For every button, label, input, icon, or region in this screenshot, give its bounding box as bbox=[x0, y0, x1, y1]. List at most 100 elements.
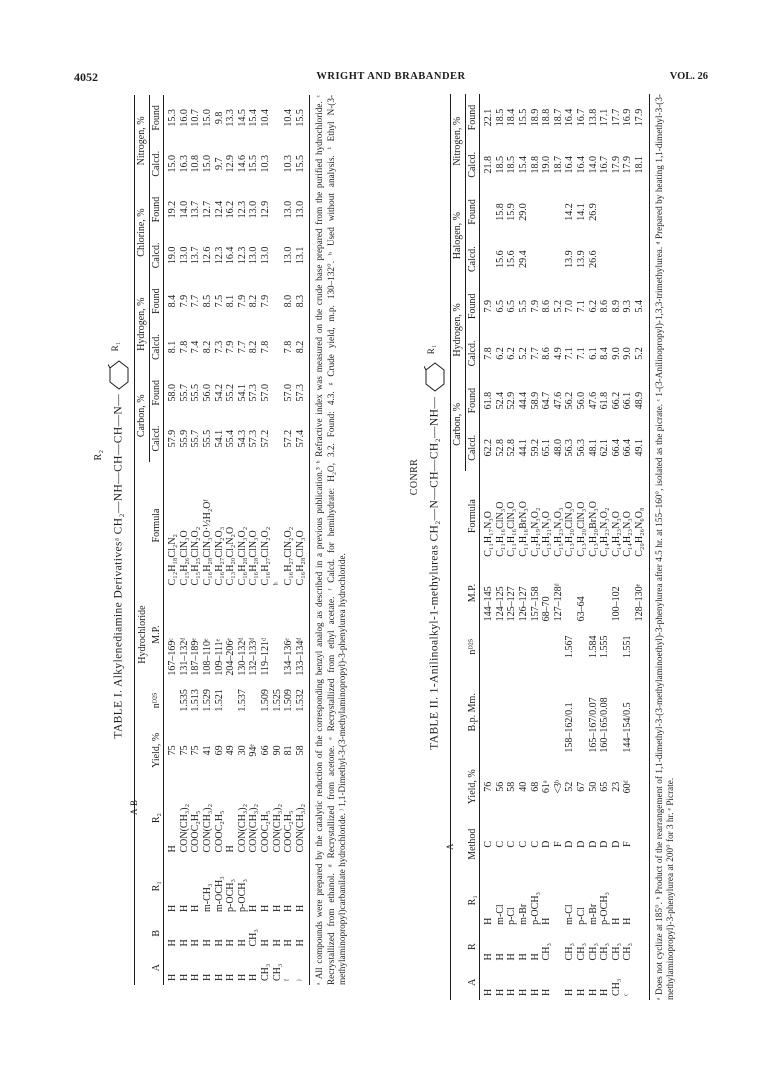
table-cell: 6.1 bbox=[587, 347, 599, 360]
table-cell: 57.2 bbox=[259, 429, 271, 448]
table-cell: 58 bbox=[506, 781, 518, 792]
table-cell: 17.9 bbox=[610, 156, 622, 174]
table-cell: 7.7 bbox=[529, 347, 541, 360]
table-1-block: R₂ TABLE I. Alkylenediamine Derivativesᵃ… bbox=[92, 95, 396, 985]
table-cell: C₁₄H₂₃N₃O bbox=[622, 510, 634, 557]
table-cell: 13.0 bbox=[294, 200, 306, 219]
table-cell: 13.7 bbox=[190, 200, 202, 219]
table-cell bbox=[553, 235, 565, 282]
table-cell: ʰ bbox=[271, 582, 283, 586]
table-cell: 54.3 bbox=[236, 429, 248, 448]
table-cell: 12.3 bbox=[213, 246, 225, 265]
table-cell bbox=[599, 188, 611, 235]
table-cell: 62.2 bbox=[483, 439, 495, 457]
table-cell: 8.3 bbox=[294, 294, 306, 308]
table-cell: H bbox=[529, 953, 541, 961]
table-cell bbox=[530, 188, 542, 235]
table-cell: H bbox=[190, 973, 202, 981]
table-cell: 40 bbox=[517, 781, 529, 792]
col-calcd: Calcd. bbox=[465, 424, 480, 472]
table-cell: 127–128ᵈ bbox=[552, 583, 564, 622]
table-cell: H bbox=[294, 939, 306, 947]
table-cell: C₁₄H₂₃N₃O₂ bbox=[599, 507, 611, 557]
table-cell: 14.6 bbox=[236, 155, 248, 173]
table-cell: 18.7 bbox=[552, 156, 564, 174]
table-cell: 16.4 bbox=[225, 246, 237, 265]
table-cell bbox=[248, 680, 260, 721]
table-cell: 5.2 bbox=[633, 347, 645, 360]
table-cell: p-OCH₃ bbox=[529, 891, 541, 925]
col-calcd: Calcd. bbox=[149, 232, 164, 279]
table-cell: 15.6 bbox=[506, 250, 518, 268]
table-cell: 16.7 bbox=[599, 156, 611, 174]
table-cell: H bbox=[167, 939, 179, 947]
table-cell: 1.525 bbox=[271, 689, 283, 712]
table-cell: 7.1 bbox=[564, 347, 576, 360]
table-cell: 56.3 bbox=[575, 439, 587, 457]
table-cell: 13.3 bbox=[225, 109, 237, 127]
table-cell: CH₃ bbox=[622, 943, 634, 961]
table-cell: 15.0 bbox=[167, 155, 179, 173]
table-cell bbox=[272, 416, 284, 462]
table-cell: CH₃ bbox=[541, 943, 553, 961]
table-cell bbox=[541, 188, 553, 235]
table-cell: 8.0 bbox=[283, 294, 295, 308]
table-cell: 14.0 bbox=[587, 156, 599, 174]
table-cell: 144–145 bbox=[483, 586, 495, 622]
table-cell bbox=[634, 625, 649, 668]
table-cell bbox=[576, 668, 588, 757]
table-cell: F bbox=[552, 841, 564, 847]
table-cell: 29.4 bbox=[517, 250, 529, 268]
table-cell bbox=[272, 589, 284, 679]
table-cell: H bbox=[529, 988, 541, 996]
table-cell: 17.7 bbox=[610, 108, 622, 127]
page-number: 4052 bbox=[74, 70, 98, 84]
table-cell bbox=[553, 188, 565, 235]
table-cell: 54.1 bbox=[236, 384, 248, 402]
table-2-footnotes: ᵃ Does not cyclize at 185°. ᵇ Product of… bbox=[653, 94, 675, 1000]
table-1-struct-top: R₂ bbox=[93, 449, 104, 461]
table-cell: 50 bbox=[587, 781, 599, 792]
table-cell: 61ᵃ bbox=[541, 780, 553, 794]
table-cell: 68 bbox=[529, 781, 541, 792]
table-cell: 57.9 bbox=[167, 429, 179, 448]
table-cell: 66.1 bbox=[622, 391, 634, 410]
table-cell: 8.4 bbox=[167, 294, 179, 308]
table-cell: p-Cl bbox=[575, 907, 587, 925]
table-cell: 1.521 bbox=[213, 689, 225, 712]
table-cell: H bbox=[283, 904, 295, 912]
table-cell bbox=[530, 235, 542, 282]
table-cell: CH₃ bbox=[564, 943, 576, 961]
table-cell: p-OCH₃ bbox=[599, 891, 611, 925]
table-cell bbox=[518, 625, 530, 668]
col-calcd: Calcd. bbox=[465, 235, 480, 283]
table-cell: 6.5 bbox=[506, 300, 518, 313]
table-cell: 15.5 bbox=[294, 109, 306, 127]
table-cell bbox=[272, 232, 284, 278]
table-cell: CON(CH₃)₂ bbox=[271, 803, 283, 853]
table-cell: 15.0 bbox=[201, 155, 213, 173]
table-cell: 75 bbox=[190, 745, 202, 756]
table-cell: D bbox=[610, 840, 622, 848]
table-cell: 47.6 bbox=[587, 391, 599, 410]
table-cell: 61.8 bbox=[599, 391, 611, 410]
table-cell: H bbox=[517, 953, 529, 961]
table-cell: 22.1 bbox=[483, 108, 495, 127]
table-cell: 66.2 bbox=[610, 391, 622, 410]
table-cell: 55.7 bbox=[190, 429, 202, 448]
table-cell: 8.5 bbox=[201, 294, 213, 308]
table-1-title: TABLE I. Alkylenediamine Derivativesᵃ CH… bbox=[112, 393, 125, 739]
table-cell bbox=[272, 187, 284, 233]
table-cell: 1.567 bbox=[564, 635, 576, 658]
table-cell: COOC₂H₅ bbox=[190, 810, 202, 853]
table-cell: 66.4 bbox=[610, 439, 622, 457]
table-cell: C₁₃H₂₀ClN₃O bbox=[575, 501, 587, 557]
